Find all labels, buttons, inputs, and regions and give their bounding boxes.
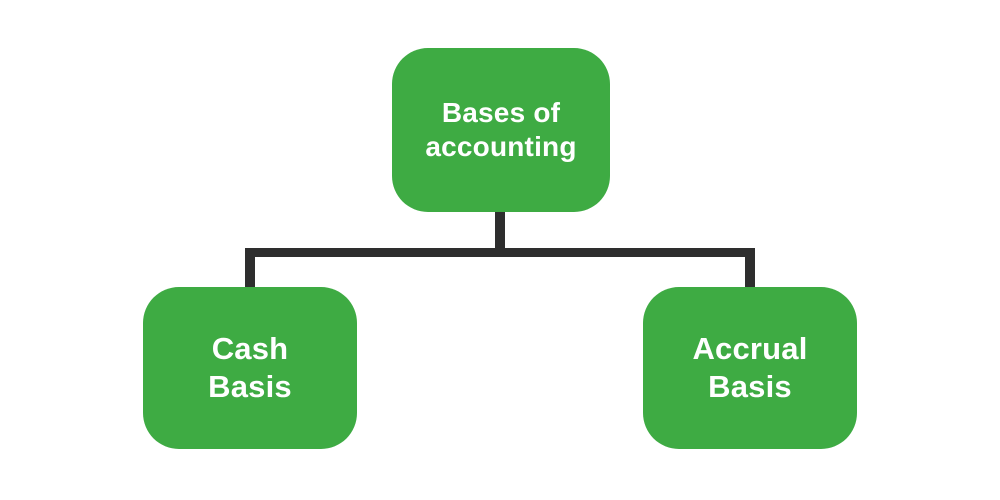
connector-horizontal-bar — [245, 248, 755, 257]
node-bases-of-accounting-label: Bases of accounting — [425, 96, 577, 162]
connector-root-stub — [495, 212, 505, 253]
node-bases-of-accounting: Bases of accounting — [392, 48, 610, 212]
node-cash-basis: Cash Basis — [143, 287, 357, 449]
node-cash-basis-label: Cash Basis — [208, 331, 292, 404]
node-accrual-basis: Accrual Basis — [643, 287, 857, 449]
connector-right-drop — [745, 248, 755, 288]
node-accrual-basis-label: Accrual Basis — [692, 331, 808, 404]
connector-left-drop — [245, 248, 255, 288]
